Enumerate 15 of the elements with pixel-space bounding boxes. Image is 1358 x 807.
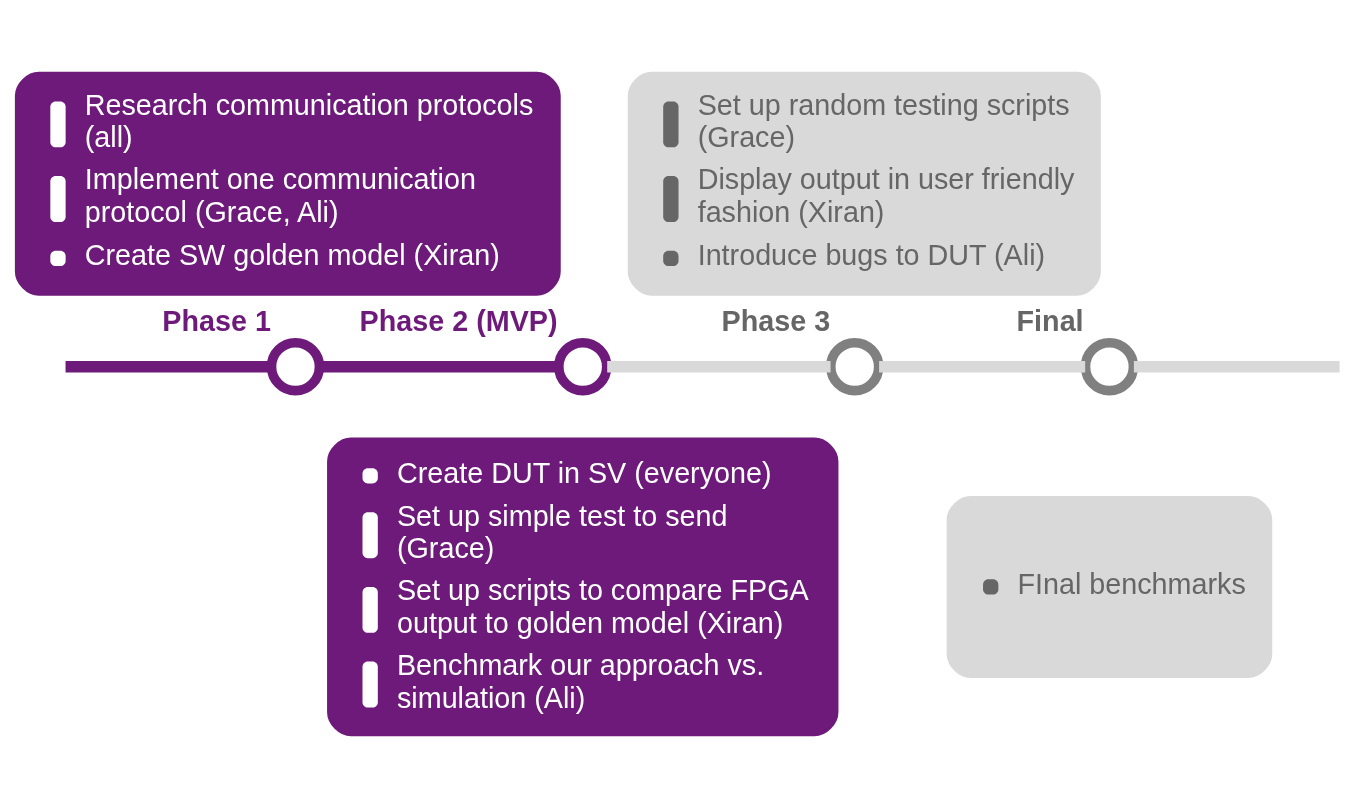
connector: [879, 360, 1086, 372]
node-label: Final: [1016, 304, 1084, 337]
node-label: Phase 2 (MVP): [359, 304, 558, 337]
node-label: Phase 3: [721, 304, 831, 337]
node-box: Create DUT in SV (everyone) Set up simple test to send (Grace) Set up scripts to compare FPGA output to golden model (Xiran) Benchmark our approach vs. simulation (Ali): [327, 437, 839, 736]
node-box: Set up random testing scripts (Grace) Display output in user friendly fashion (Xiran) Introduce bugs to DUT (Ali): [627, 71, 1101, 296]
node-circle: [266, 337, 325, 395]
connector: [607, 360, 831, 372]
node-circle: [554, 337, 612, 395]
node-circle: [826, 337, 884, 395]
node-box: Research communication protocols (all) Implement one communication protocol (Grace, Ali) Create SW golden model (Xiran): [14, 71, 561, 296]
node-label: Phase 1: [162, 304, 271, 337]
node-circle: [1080, 337, 1139, 395]
connector: [1133, 360, 1340, 372]
node-box: FInal benchmarks: [946, 495, 1273, 678]
